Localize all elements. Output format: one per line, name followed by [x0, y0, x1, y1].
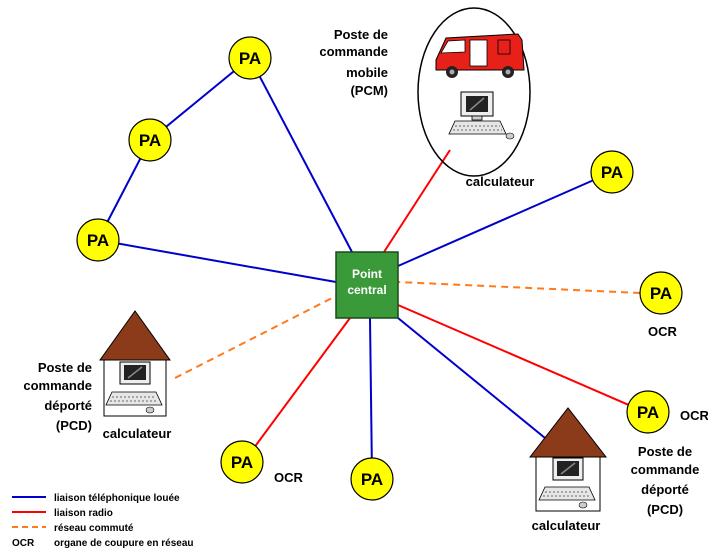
pcd-right-label-1: Poste de: [638, 444, 692, 459]
pcm-label-4: (PCM): [350, 83, 388, 98]
svg-text:liaison radio: liaison radio: [54, 508, 113, 519]
pcd-left-post: Poste de commande déporté (PCD) calculat…: [23, 310, 172, 441]
van-icon: [435, 33, 525, 78]
switched-line-pcd-left: [174, 295, 337, 379]
pcd-left-label-2: commande: [23, 378, 92, 393]
radio-line-pcm: [383, 149, 451, 253]
pcm-label-2: commande: [319, 44, 388, 59]
svg-text:PA: PA: [239, 49, 261, 68]
legend: liaison téléphonique louée liaison radio…: [12, 493, 194, 549]
central-point-label-1: Point: [352, 267, 382, 281]
radio-line-pa-bottomleft: [244, 317, 351, 461]
central-point-label-2: central: [347, 283, 386, 297]
leased-line-pa-bottom: [369, 317, 373, 476]
legend-item-leased: liaison téléphonique louée: [12, 493, 180, 504]
legend-item-ocr: OCR organe de coupure en réseau: [12, 538, 194, 549]
pcd-right-label-3: déporté: [641, 482, 689, 497]
svg-text:réseau commuté: réseau commuté: [54, 523, 134, 534]
house-icon-left: [99, 310, 171, 417]
pcd-right-label-4: (PCD): [647, 502, 683, 517]
pa-node-bottom-left: PA: [220, 440, 264, 484]
svg-text:PA: PA: [650, 284, 672, 303]
ocr-label-right: OCR: [648, 324, 678, 339]
leased-line-pcd-right: [397, 317, 546, 439]
pcm-post: Poste de commande mobile (PCM) calculate…: [319, 7, 535, 189]
svg-text:PA: PA: [139, 131, 161, 150]
computer-icon-pcm: [448, 91, 515, 140]
pcm-label-3: mobile: [346, 65, 388, 80]
pcd-left-label-3: déporté: [44, 398, 92, 413]
svg-text:PA: PA: [231, 453, 253, 472]
pa-node-top: PA: [228, 36, 272, 80]
pa-node-upper-left: PA: [128, 118, 172, 162]
svg-text:PA: PA: [601, 163, 623, 182]
central-point: Point central: [335, 251, 399, 319]
leased-line-pa-left: [97, 239, 337, 283]
ocr-label-bottom-left: OCR: [274, 470, 304, 485]
pcd-left-label-4: (PCD): [56, 418, 92, 433]
svg-text:PA: PA: [87, 231, 109, 250]
radio-line-pa-bottomright: [397, 304, 646, 413]
pa-node-bottom: PA: [350, 457, 394, 501]
pcm-computer-label: calculateur: [466, 174, 535, 189]
svg-text:OCR: OCR: [12, 538, 35, 549]
svg-text:PA: PA: [361, 470, 383, 489]
pa-node-bottom-right: PA: [626, 390, 670, 434]
leased-line-pa-top: [249, 57, 353, 253]
computer-icon-pcd-right: [538, 457, 596, 509]
legend-item-radio: liaison radio: [12, 508, 113, 519]
pa-node-left: PA: [76, 218, 120, 262]
pcm-ellipse: [417, 7, 531, 177]
svg-text:organe de coupure en réseau: organe de coupure en réseau: [54, 538, 194, 549]
connections: [97, 57, 646, 476]
switched-line-ocr-right: [397, 281, 641, 294]
pa-node-right: PA: [590, 150, 634, 194]
pcd-right-label-2: commande: [631, 462, 700, 477]
pa-nodes: PA PA PA PA PA PA PA PA: [76, 36, 683, 501]
ocr-label-bottom-right: OCR: [680, 408, 708, 423]
pcd-right-post: Poste de commande déporté (PCD) calculat…: [528, 407, 700, 533]
svg-text:PA: PA: [637, 403, 659, 422]
legend-item-switched: réseau commuté: [12, 523, 134, 534]
pa-node-ocr-right: PA: [639, 271, 683, 315]
pcd-left-computer-label: calculateur: [103, 426, 172, 441]
central-point-box: [335, 251, 399, 319]
pcm-label-1: Poste de: [334, 27, 388, 42]
svg-text:liaison téléphonique louée: liaison téléphonique louée: [54, 493, 180, 504]
leased-line-pa-right: [397, 171, 613, 267]
pcd-left-label-1: Poste de: [38, 360, 92, 375]
computer-icon-pcd-left: [105, 361, 163, 414]
pcd-right-computer-label: calculateur: [532, 518, 601, 533]
